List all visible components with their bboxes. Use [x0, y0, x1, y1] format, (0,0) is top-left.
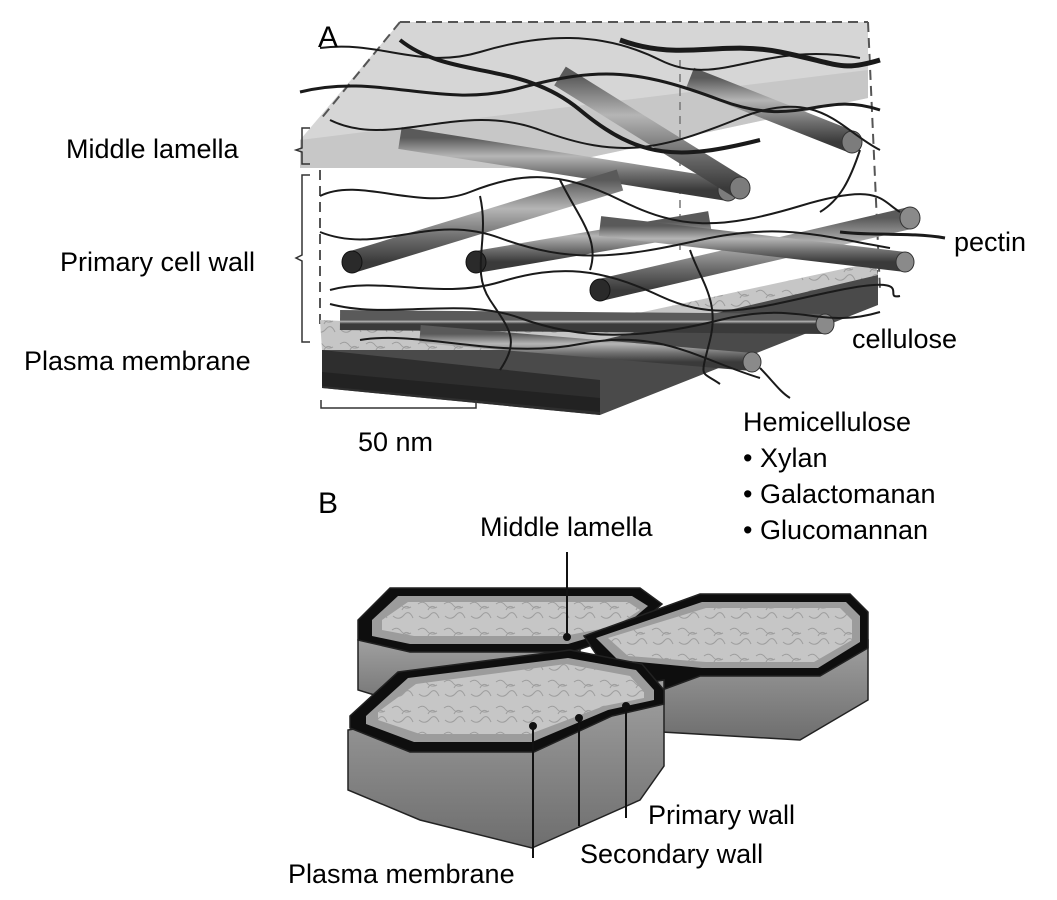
- plant-cell-right: [582, 593, 869, 741]
- hemicellulose-title: Hemicellulose: [743, 407, 912, 437]
- cellulose-fibril: [419, 325, 762, 373]
- label-pectin: pectin: [954, 227, 1027, 257]
- cellulose-fibril: [554, 66, 751, 200]
- hemicellulose-item: • Galactomanan: [743, 479, 936, 509]
- middle-lamella-bracket: [293, 127, 310, 165]
- panel-b-pointers: [529, 552, 630, 858]
- hemicellulose-item: • Glucomannan: [743, 515, 929, 545]
- panel-b-letter: B: [318, 487, 339, 520]
- primary-cell-wall-bracket: [294, 174, 310, 343]
- cellulose-fibril: [598, 216, 915, 273]
- scale-bar: [320, 400, 477, 409]
- label-primary-wall: Primary wall: [648, 800, 796, 830]
- pectin-strands: [299, 37, 946, 399]
- cellulose-microfibrils: [339, 66, 921, 373]
- panel-a-letter: A: [318, 21, 339, 54]
- plant-cell-front: [347, 649, 665, 849]
- label-plasma-membrane-a: Plasma membrane: [24, 346, 251, 376]
- scale-bar-label: 50 nm: [358, 427, 434, 457]
- label-primary-cell-wall: Primary cell wall: [60, 247, 256, 277]
- hemicellulose-item: • Xylan: [743, 443, 828, 473]
- hemicellulose-list: Hemicellulose • Xylan • Galactomanan • G…: [743, 404, 936, 548]
- label-cellulose: cellulose: [852, 324, 958, 354]
- cellulose-fibril: [339, 310, 835, 335]
- cellulose-fibril: [341, 169, 624, 274]
- label-plasma-membrane-b: Plasma membrane: [288, 859, 515, 889]
- label-middle-lamella: Middle lamella: [66, 134, 239, 164]
- label-middle-lamella-b: Middle lamella: [480, 512, 653, 542]
- label-secondary-wall: Secondary wall: [580, 839, 764, 869]
